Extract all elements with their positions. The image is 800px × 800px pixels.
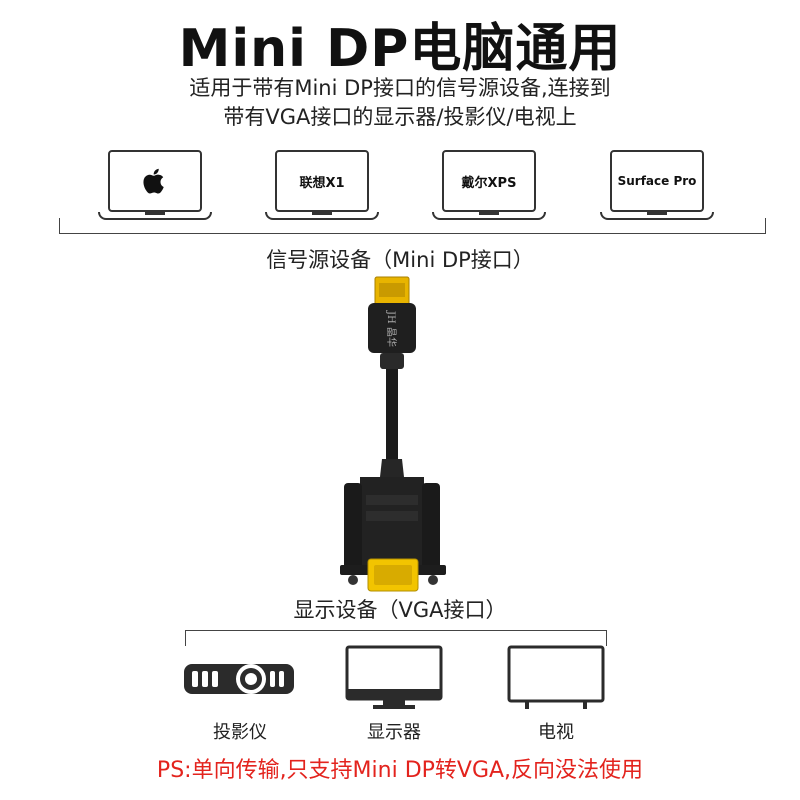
subtitle-line-1: 适用于带有Mini DP接口的信号源设备,连接到 <box>189 76 611 100</box>
laptop-lenovo: 联想X1 <box>265 150 379 222</box>
laptop-screen-label: Surface Pro <box>610 150 704 212</box>
apple-logo-icon <box>143 168 164 194</box>
device-label-monitor: 显示器 <box>367 722 421 743</box>
laptop-screen-label: 戴尔XPS <box>442 150 536 212</box>
page-title: Mini DP电脑通用 <box>178 19 622 79</box>
laptop-apple <box>98 150 212 222</box>
mini-dp-to-vga-cable: JH 晶华 <box>340 276 446 592</box>
device-label-tv: 电视 <box>538 722 574 743</box>
monitor-icon <box>345 645 443 709</box>
laptop-screen <box>108 150 202 212</box>
projector-icon <box>184 664 294 694</box>
laptop-dell: 戴尔XPS <box>432 150 546 222</box>
laptop-screen-label: 联想X1 <box>275 150 369 212</box>
source-device-label: 信号源设备（Mini DP接口） <box>266 248 534 272</box>
subtitle-line-2: 带有VGA接口的显示器/投影仪/电视上 <box>223 105 577 129</box>
display-bracket <box>185 630 607 646</box>
device-label-projector: 投影仪 <box>213 722 267 743</box>
housing-logo: JH 晶华 <box>385 310 398 347</box>
laptop-surface: Surface Pro <box>600 150 714 222</box>
display-device-label: 显示设备（VGA接口） <box>293 598 507 622</box>
source-bracket <box>59 218 766 234</box>
mini-dp-housing <box>368 303 416 353</box>
cable-wire <box>386 369 398 459</box>
tv-icon <box>507 645 605 709</box>
footer-note: PS:单向传输,只支持Mini DP转VGA,反向没法使用 <box>156 758 644 783</box>
